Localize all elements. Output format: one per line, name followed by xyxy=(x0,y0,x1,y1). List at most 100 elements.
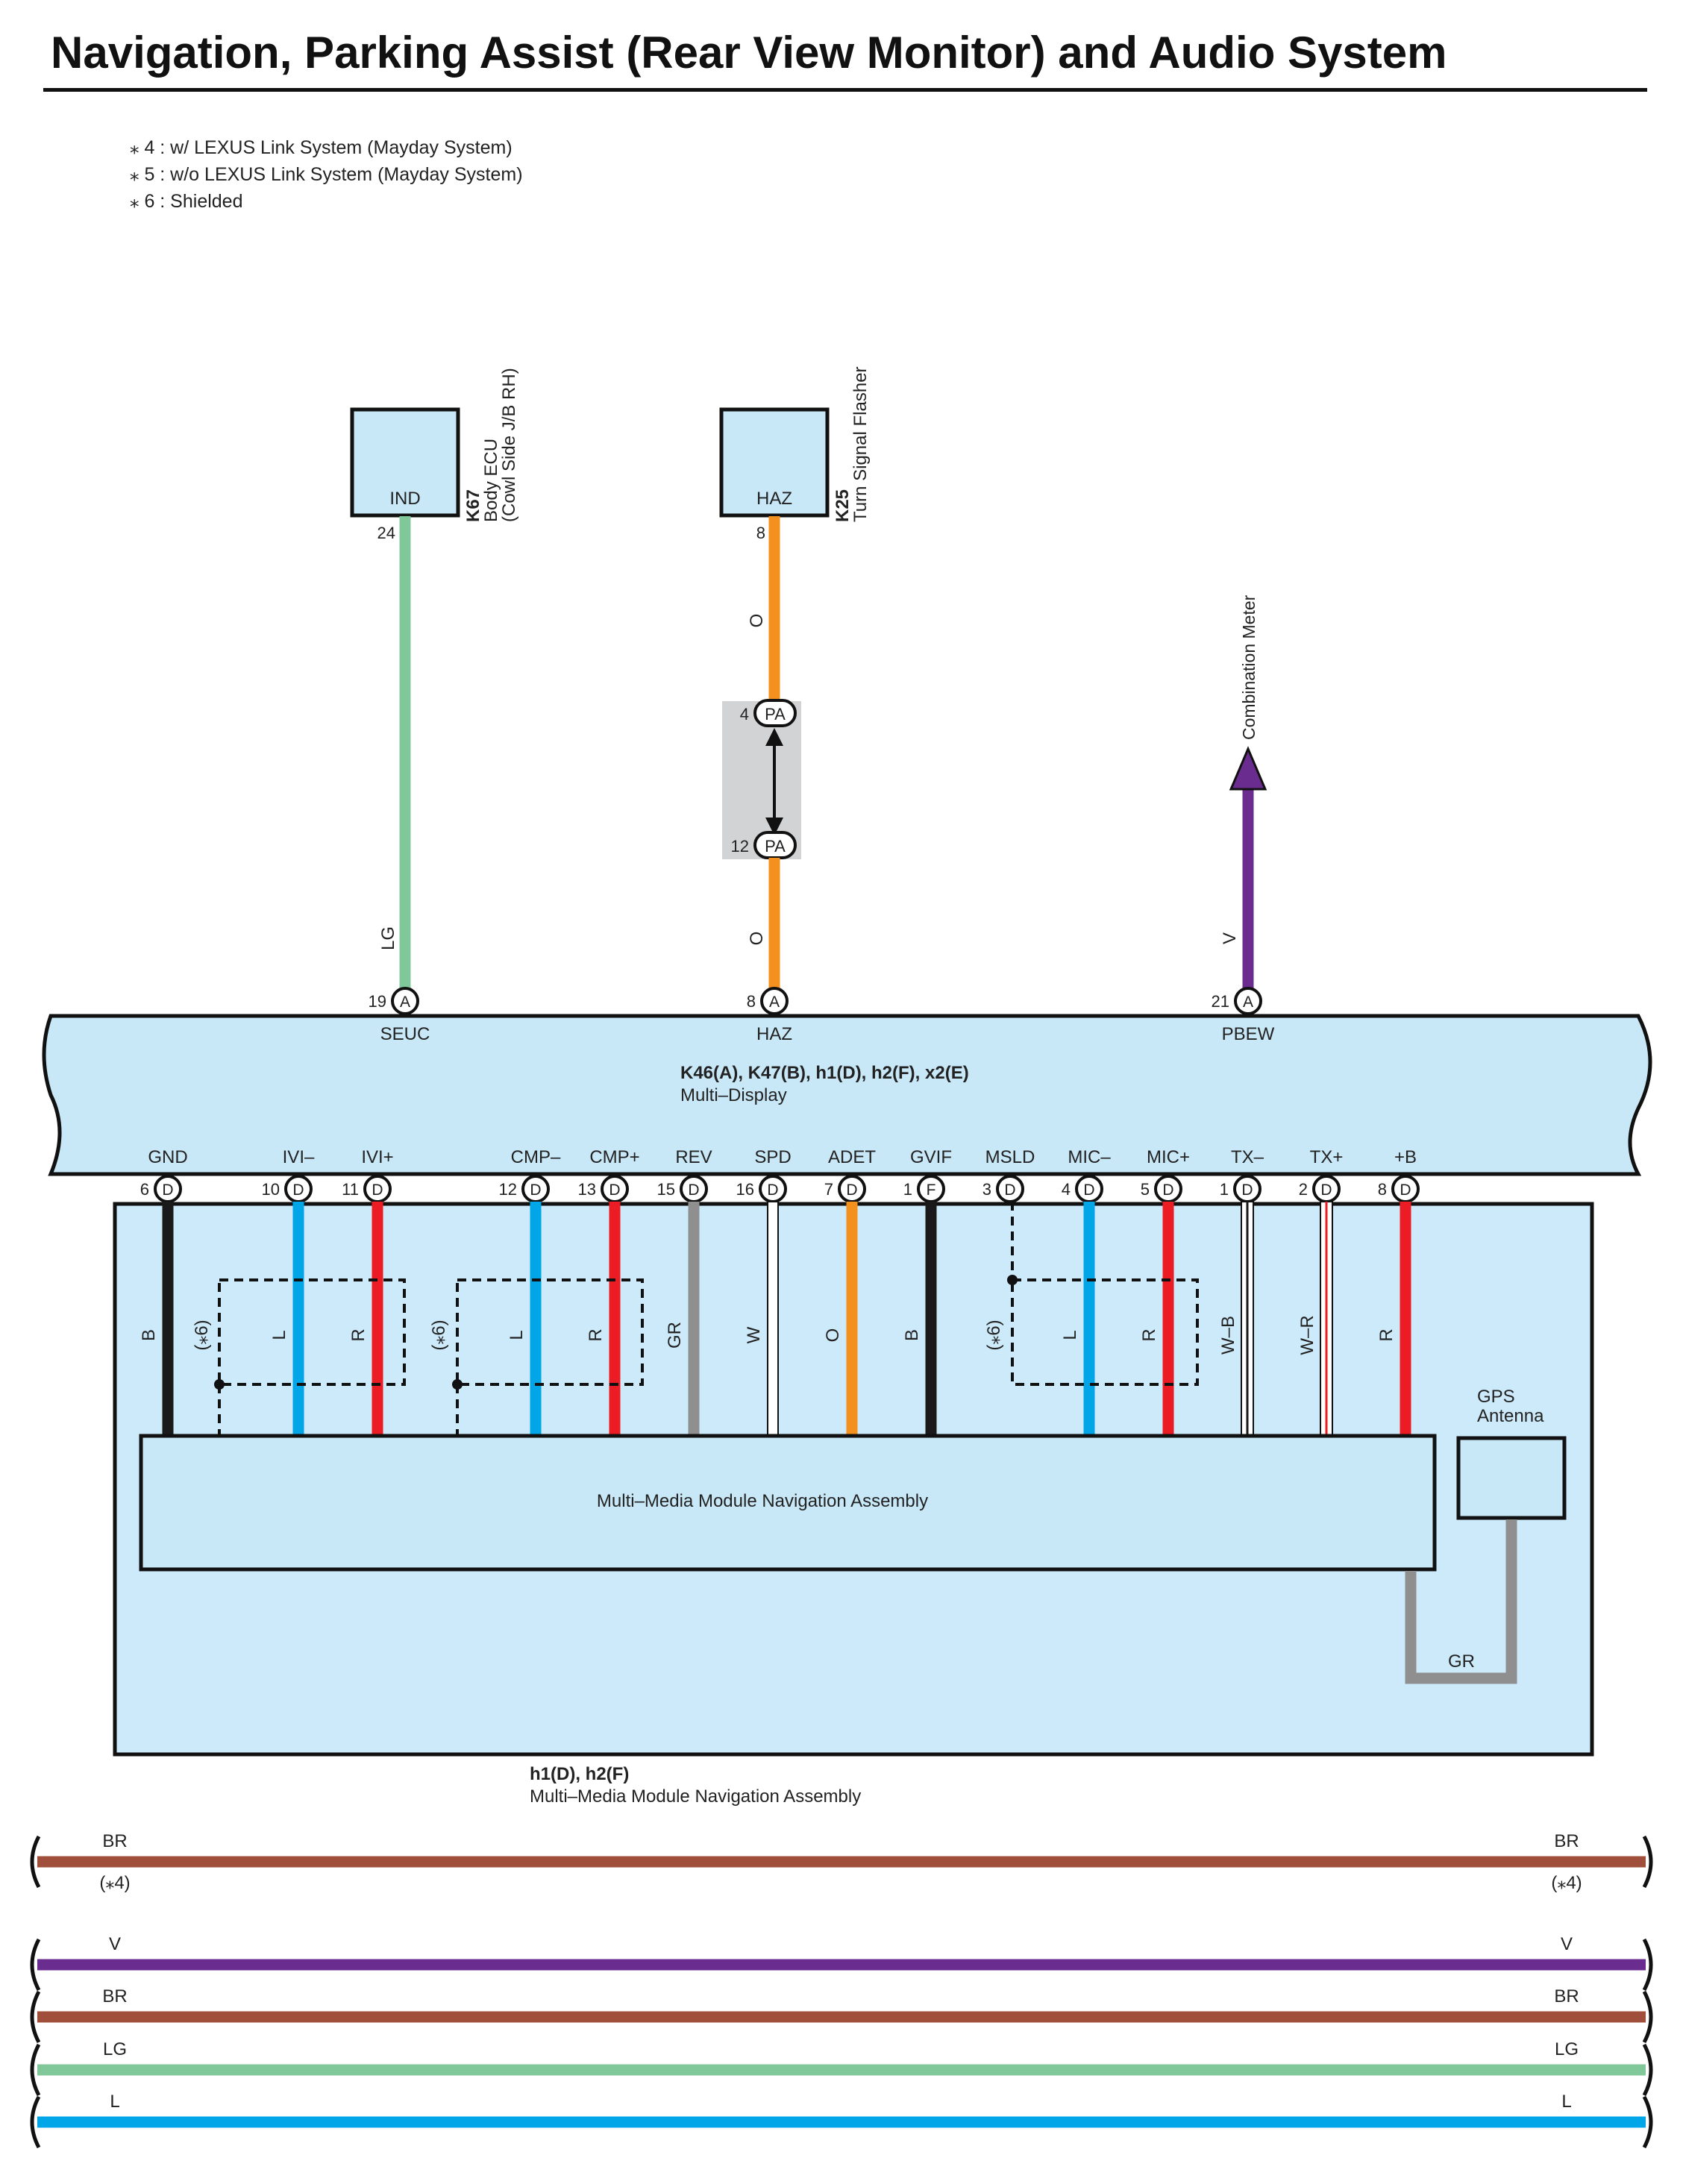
bus-wire-break-right xyxy=(1642,2043,1653,2097)
notes-list: ⁎ 4 : w/ LEXUS Link System (Mayday Syste… xyxy=(130,134,523,215)
bus-wire-break-left xyxy=(30,1835,41,1889)
harness-wire-label: L xyxy=(1060,1330,1080,1340)
terminal-pin: 1 xyxy=(903,1180,912,1199)
bus-wire-break-right xyxy=(1642,2095,1653,2149)
terminal-pin: 16 xyxy=(736,1180,754,1199)
terminal-connector-id: D xyxy=(292,1182,304,1199)
bus-wire-break-right xyxy=(1642,1938,1653,1992)
pa-pin-4-number: 4 xyxy=(740,705,749,724)
bus-wire-label-left: BR xyxy=(102,1986,127,2006)
terminal-connector-id: D xyxy=(1083,1182,1094,1199)
harness-wire-label: W–R xyxy=(1297,1315,1317,1355)
gps-antenna-label-line2: Antenna xyxy=(1477,1406,1544,1426)
terminal-name: PBEW xyxy=(1222,1024,1275,1044)
terminal-connector-id: A xyxy=(400,994,410,1011)
bus-wire-break-left xyxy=(30,1990,41,2044)
terminal-name: CMP– xyxy=(511,1147,561,1167)
title-rule xyxy=(43,88,1647,92)
terminal-connector-id: D xyxy=(1320,1182,1332,1199)
terminal-pin: 15 xyxy=(657,1180,675,1199)
k25-flasher-box xyxy=(719,407,830,518)
pa-pin-12-id: PA xyxy=(765,837,786,856)
terminal-pin: 10 xyxy=(262,1180,280,1199)
shield-cmp-label: (⁎6) xyxy=(429,1320,449,1350)
harness-wire-label: L xyxy=(269,1330,289,1340)
k67-terminal-name: IND xyxy=(389,489,420,509)
multi-display-connectors: K46(A), K47(B), h1(D), h2(F), x2(E) xyxy=(680,1063,969,1083)
terminal-pin: 2 xyxy=(1299,1180,1308,1199)
terminal-name: IVI– xyxy=(283,1147,315,1167)
bus-wire-break-left xyxy=(30,2095,41,2149)
note-item: ⁎ 6 : Shielded xyxy=(130,191,243,212)
pa-mate-arrow-down xyxy=(765,818,783,835)
bus-wire-break-right xyxy=(1642,1990,1653,2044)
k25-terminal-name: HAZ xyxy=(756,489,792,509)
shield-ivi-dot xyxy=(214,1379,225,1390)
terminal-name: GND xyxy=(148,1147,187,1167)
pa-mate-arrow-up xyxy=(765,728,783,746)
terminal-name: HAZ xyxy=(756,1024,792,1044)
shield-cmp-dot xyxy=(452,1379,463,1390)
terminal-connector-id: D xyxy=(162,1182,173,1199)
navigation-assembly-name: Multi–Media Module Navigation Assembly xyxy=(597,1491,928,1511)
terminal-connector-id: D xyxy=(688,1182,699,1199)
gps-antenna-label: GPS xyxy=(1477,1387,1515,1407)
harness-wire-6 xyxy=(767,1201,779,1437)
bus-wire-note-right: (⁎4) xyxy=(1551,1873,1582,1893)
bus-wire-break-right xyxy=(1642,1835,1653,1889)
terminal-name: REV xyxy=(675,1147,712,1167)
shield-ivi-label: (⁎6) xyxy=(192,1320,212,1350)
terminal-name: MIC+ xyxy=(1147,1147,1190,1167)
terminal-pin: 8 xyxy=(747,992,756,1011)
wire-gps-gr xyxy=(1405,1519,1517,1684)
terminal-circle xyxy=(760,987,789,1015)
wire-label-v: V xyxy=(1220,932,1240,944)
bus-wire-break-left xyxy=(30,1938,41,1992)
terminal-name: TX+ xyxy=(1310,1147,1344,1167)
harness-wire-label: O xyxy=(823,1328,843,1343)
harness-wire-label: GR xyxy=(665,1322,685,1349)
k25-code: K25 xyxy=(833,489,853,522)
harness-wire-label: R xyxy=(348,1328,369,1341)
terminal-circle xyxy=(391,987,419,1015)
gps-antenna-box xyxy=(1456,1436,1567,1520)
harness-wire-label: W–B xyxy=(1218,1316,1238,1355)
terminal-pin: 11 xyxy=(342,1180,359,1199)
multi-display-name: Multi–Display xyxy=(680,1085,787,1105)
terminal-connector-id: D xyxy=(1004,1182,1015,1199)
note-item: ⁎ 5 : w/o LEXUS Link System (Mayday Syst… xyxy=(130,164,523,185)
harness-wire-label: R xyxy=(586,1328,606,1341)
wire-label-o-upper: O xyxy=(747,614,767,628)
bus-wire-label-left: L xyxy=(110,2092,119,2112)
terminal-pin: 19 xyxy=(369,992,386,1011)
terminal-connector-id: D xyxy=(767,1182,778,1199)
shield-cmp xyxy=(456,1278,644,1386)
terminal-circle xyxy=(1234,987,1262,1015)
bus-wire-label-left: BR xyxy=(102,1831,127,1851)
terminal-pin: 4 xyxy=(1062,1180,1071,1199)
shield-mic-label: (⁎6) xyxy=(984,1320,1004,1350)
terminal-pin: 7 xyxy=(824,1180,833,1199)
terminal-name: CMP+ xyxy=(589,1147,639,1167)
terminal-name: GVIF xyxy=(910,1147,952,1167)
terminal-pin: 21 xyxy=(1212,992,1229,1011)
bus-wire-label-right: BR xyxy=(1554,1986,1579,2006)
terminal-connector-id: D xyxy=(1241,1182,1253,1199)
shield-mic-dot xyxy=(1007,1275,1018,1285)
outer-module-connectors: h1(D), h2(F) xyxy=(530,1764,629,1784)
shield-ivi xyxy=(218,1278,406,1386)
harness-wire-label: R xyxy=(1376,1328,1397,1341)
shield-mic xyxy=(1011,1278,1199,1386)
terminal-connector-id: D xyxy=(530,1182,541,1199)
harness-wire-label: R xyxy=(1139,1328,1159,1341)
navigation-assembly-box xyxy=(139,1434,1437,1572)
terminal-circle xyxy=(996,1175,1024,1203)
combination-meter-arrow xyxy=(1229,746,1267,791)
outer-module-name: Multi–Media Module Navigation Assembly xyxy=(530,1786,861,1807)
harness-wire-label: B xyxy=(902,1329,922,1341)
bus-wire-label-right: L xyxy=(1561,2092,1571,2112)
wire-label-gps-gr: GR xyxy=(1448,1651,1475,1672)
terminal-pin: 5 xyxy=(1141,1180,1150,1199)
terminal-connector-id: D xyxy=(1400,1182,1411,1199)
